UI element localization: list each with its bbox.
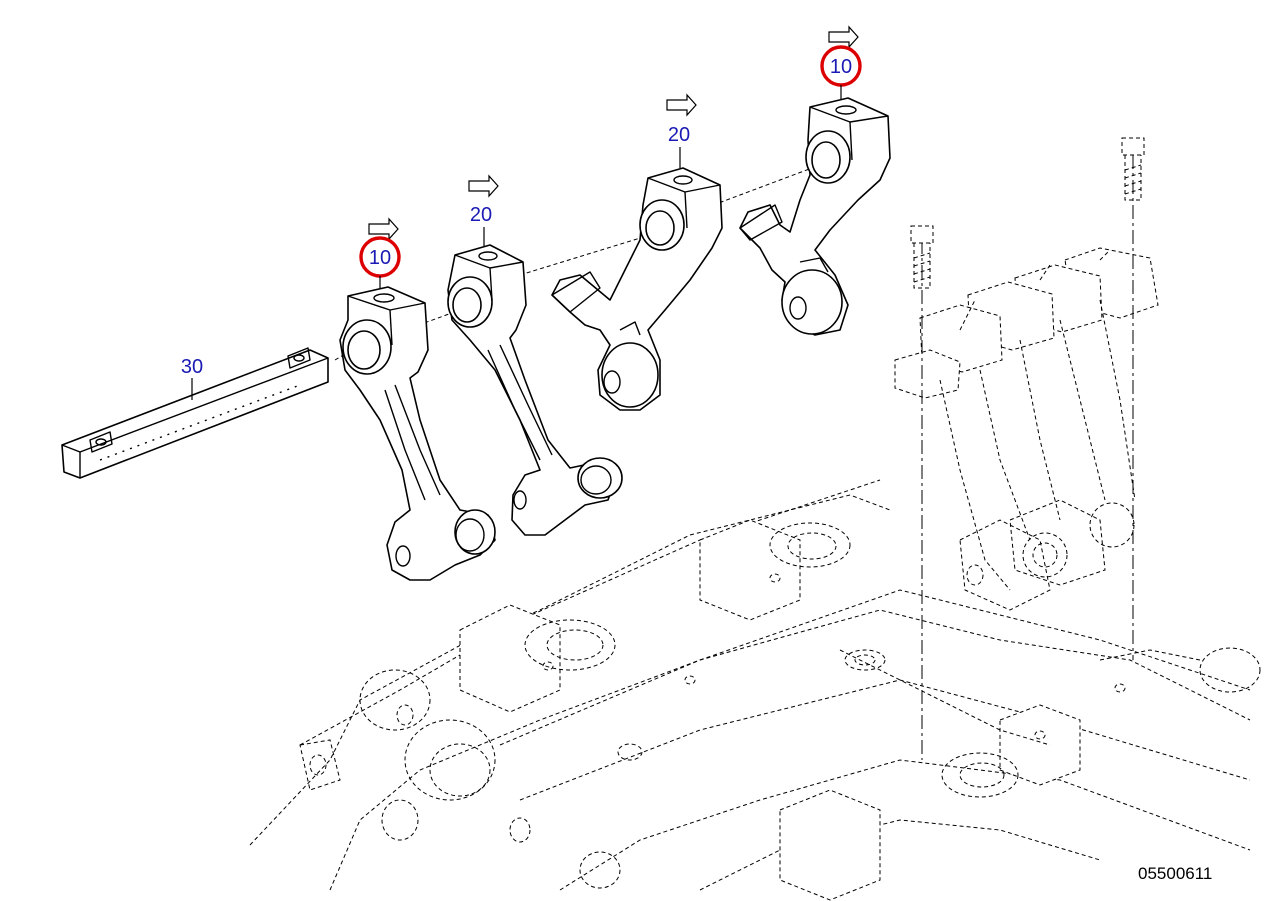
rocker-arm-4 xyxy=(739,97,891,336)
direction-arrow-icon xyxy=(666,93,697,117)
drawing-reference-number: 05500611 xyxy=(1138,864,1213,883)
direction-arrow-icon xyxy=(368,217,399,241)
callout-rocker-arm-2: 20 xyxy=(468,174,499,246)
rocker-arm-3 xyxy=(551,167,723,411)
direction-arrow-icon xyxy=(828,25,859,49)
callout-label: 20 xyxy=(470,204,492,226)
callout-rocker-arm-4: 10 xyxy=(820,25,862,100)
callout-rocker-arm-1: 10 xyxy=(359,217,401,288)
callout-label: 10 xyxy=(830,56,852,78)
mounting-bolts xyxy=(839,137,1145,760)
callout-label: 10 xyxy=(369,247,391,269)
direction-arrow-icon xyxy=(468,174,499,198)
callout-rocker-shaft: 30 xyxy=(181,356,203,400)
installed-rocker-assembly-ghost xyxy=(894,247,1159,611)
callout-rocker-arm-3: 20 xyxy=(666,93,697,168)
callout-label: 20 xyxy=(668,124,690,146)
engine-cylinder-head-ghost xyxy=(249,479,1261,901)
rocker-arm-1 xyxy=(339,286,496,581)
rocker-arm-2 xyxy=(447,244,623,536)
callout-label: 30 xyxy=(181,356,203,378)
rocker-shaft xyxy=(61,347,329,479)
